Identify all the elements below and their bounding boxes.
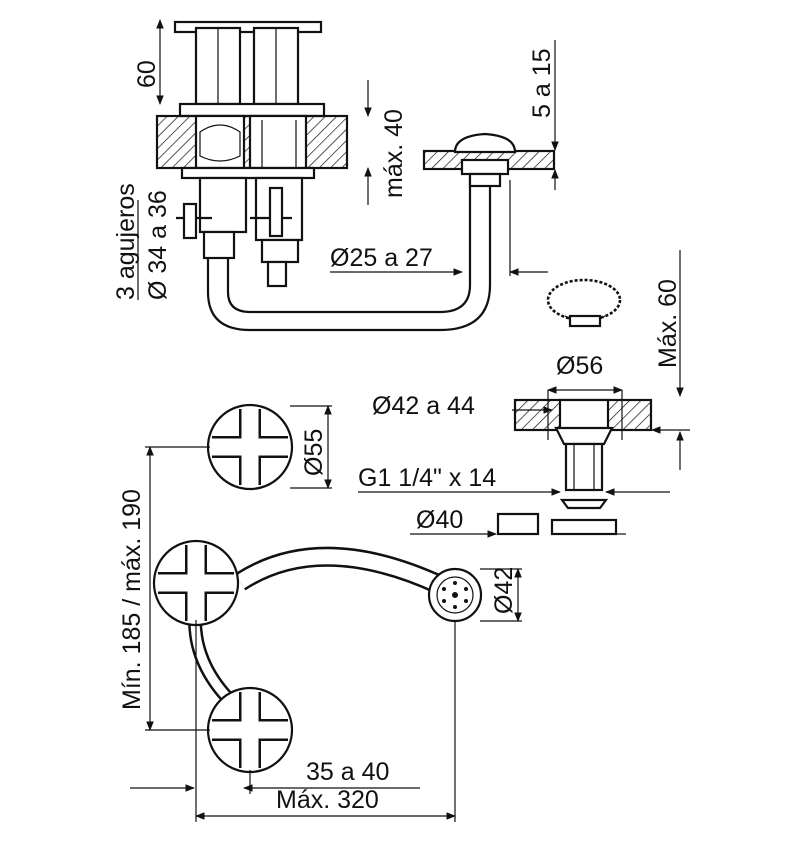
- spray-head-detail: [358, 250, 690, 538]
- spray-nozzle-top: [427, 567, 483, 623]
- label-holes-count: 3 agujeros: [112, 183, 140, 300]
- label-holes-diameter: Ø 34 a 36: [144, 190, 172, 300]
- label-min-max: Mín. 185 / máx. 190: [118, 489, 146, 710]
- label-dia-56: Ø56: [556, 352, 603, 380]
- label-max-60: Máx. 60: [654, 279, 682, 368]
- handle-top-cross: [206, 403, 294, 491]
- label-max-320: Máx. 320: [276, 786, 379, 814]
- label-max-40: máx. 40: [380, 109, 408, 198]
- label-dim-60: 60: [133, 60, 161, 88]
- label-thread: G1 1/4" x 14: [358, 464, 496, 492]
- valve-side-view: [155, 20, 556, 332]
- label-dia-55: Ø55: [300, 429, 328, 476]
- label-5-a-15: 5 a 15: [528, 48, 556, 118]
- label-dia-25-27: Ø25 a 27: [330, 244, 433, 272]
- handle-middle-cross: [152, 539, 240, 627]
- label-dia-40: Ø40: [416, 506, 463, 534]
- label-dia-42: Ø42: [490, 567, 518, 614]
- dimension-lines-top: [137, 19, 559, 300]
- label-dia-42-44: Ø42 a 44: [372, 392, 475, 420]
- handle-bottom-cross: [206, 686, 294, 774]
- label-35-a-40: 35 a 40: [306, 758, 389, 786]
- top-view: [130, 403, 522, 822]
